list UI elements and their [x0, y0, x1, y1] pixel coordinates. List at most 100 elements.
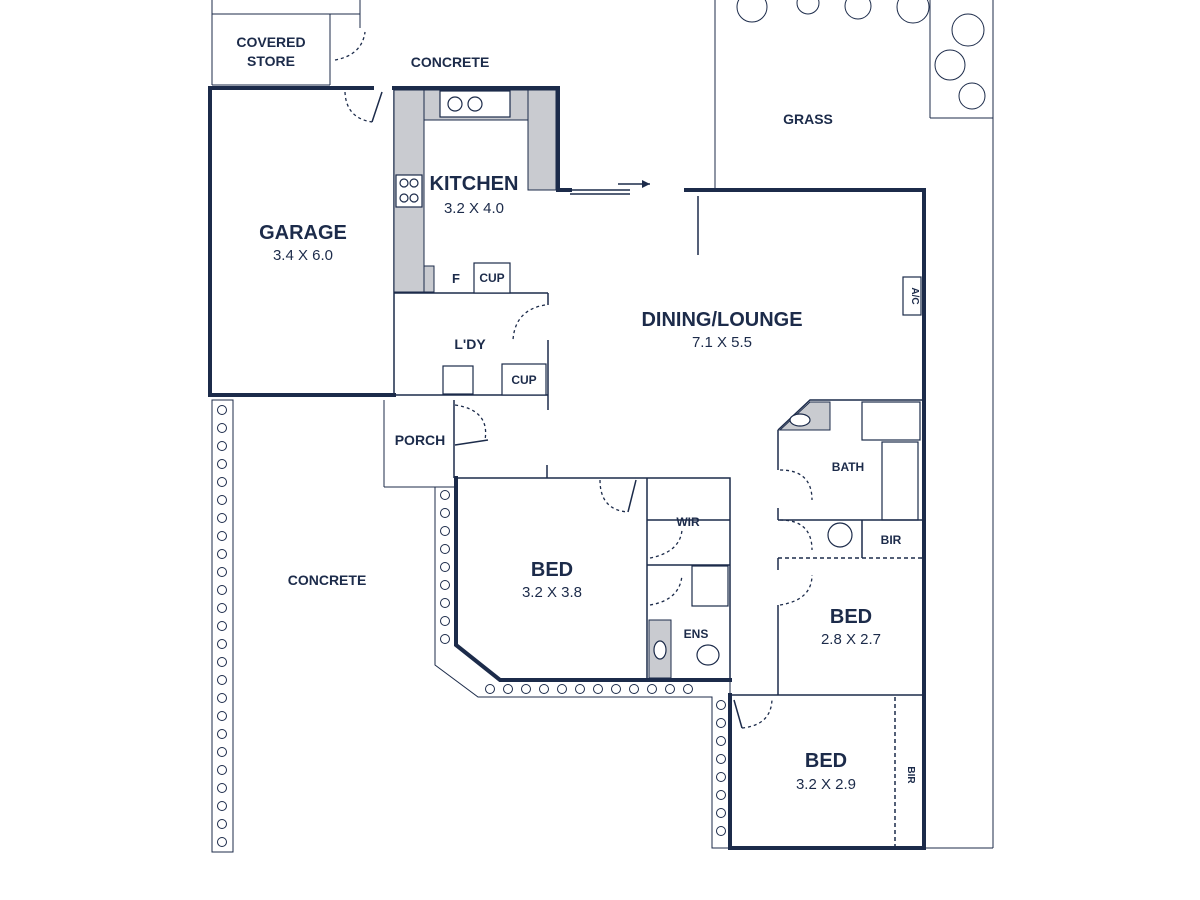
hedge-flower-icon: [665, 684, 675, 694]
kitchen-walls: [392, 86, 572, 294]
hedge-flower-icon: [217, 603, 227, 613]
shower-icon: [861, 401, 921, 441]
ac-label: A/C: [909, 287, 920, 304]
shower-icon: [691, 565, 729, 607]
bed1-walls: [454, 465, 732, 682]
hedge-flower-icon: [716, 772, 726, 782]
concrete-side-label: CONCRETE: [288, 572, 367, 588]
sliding-door: [570, 180, 650, 195]
hedge-flower-icon: [217, 801, 227, 811]
hedge-flower-icon: [217, 729, 227, 739]
bed1-dims: 3.2 X 3.8: [522, 584, 582, 601]
tree-icon: [796, 0, 820, 15]
kitchen-title: KITCHEN: [430, 173, 519, 195]
bath-label: BATH: [832, 460, 864, 474]
laundry-label: L'DY: [454, 336, 486, 352]
tree-icon: [934, 49, 966, 81]
hedge-flower-icon: [217, 405, 227, 415]
hedge-flower-icon: [217, 711, 227, 721]
wir-label: WIR: [676, 515, 700, 529]
hedge-flower-icon: [440, 580, 450, 590]
entry-door: [454, 404, 487, 441]
bed2-robe-label: BIR: [881, 533, 902, 547]
hedge-flower-icon: [647, 684, 657, 694]
hedge-flower-icon: [217, 513, 227, 523]
hedge-flower-icon: [503, 684, 513, 694]
hedge-flower-icon: [217, 639, 227, 649]
hedge-flower-icon: [440, 508, 450, 518]
covered-store-label-2: STORE: [247, 53, 295, 69]
covered-store-door: [334, 31, 366, 61]
hedge-flower-icon: [485, 684, 495, 694]
hedge-flower-icon: [217, 495, 227, 505]
dining-title: DINING/LOUNGE: [641, 309, 802, 331]
laundry-walls: [394, 293, 549, 410]
grass-label: GRASS: [783, 111, 833, 127]
hedge-flower-icon: [217, 531, 227, 541]
concrete-top-label: CONCRETE: [411, 54, 490, 70]
bed3-walls: [728, 693, 926, 850]
hedge-flower-icon: [521, 684, 531, 694]
hedge-flower-icon: [217, 657, 227, 667]
hedge-flower-icon: [575, 684, 585, 694]
hedge-flower-icon: [217, 783, 227, 793]
hedge-flower-icon: [217, 819, 227, 829]
bathtub-icon: [881, 441, 919, 521]
hedge-flower-icon: [217, 747, 227, 757]
dining-walls: [684, 188, 926, 401]
arrow-right-icon: [642, 180, 650, 188]
site-boundaries: [211, 0, 994, 849]
hedge-flower-icon: [557, 684, 567, 694]
hedge-flower-icon: [629, 684, 639, 694]
hedge-flower-icon: [716, 808, 726, 818]
cooktop-icon: [395, 174, 423, 208]
hedge-flower-icon: [217, 567, 227, 577]
hedge-flower-icon: [683, 684, 693, 694]
hedge-flower-icon: [217, 621, 227, 631]
covered-store-label: COVERED: [236, 34, 305, 50]
bed2-dims: 2.8 X 2.7: [821, 631, 881, 648]
hedge-flower-icon: [440, 634, 450, 644]
hedge-flower-icon: [217, 423, 227, 433]
bed2-title: BED: [830, 606, 872, 628]
garage-title: GARAGE: [259, 222, 347, 244]
hedge-flower-icon: [217, 675, 227, 685]
ac-unit: [902, 276, 922, 316]
hedge-flower-icon: [440, 562, 450, 572]
bed3-robe-label: BIR: [905, 766, 916, 784]
hedge-flower-icon: [217, 549, 227, 559]
tree-icon: [736, 0, 768, 23]
hedge-flower-icon: [440, 544, 450, 554]
tree-icon: [951, 13, 985, 47]
toilet-icon: [827, 522, 853, 548]
hedge-flower-icon: [217, 477, 227, 487]
garden-bed-front: [434, 486, 731, 849]
hedge-flower-icon: [716, 736, 726, 746]
hedge-flower-icon: [217, 585, 227, 595]
fridge-label: F: [452, 271, 460, 286]
garden-bed-left: [211, 399, 234, 853]
tree-icon: [958, 82, 986, 110]
hedge-flower-icon: [217, 765, 227, 775]
laundry-cupboard-label: CUP: [511, 373, 536, 387]
porch-label: PORCH: [395, 432, 446, 448]
bed3-dims: 3.2 X 2.9: [796, 776, 856, 793]
trees: [736, 0, 986, 110]
hedge-flower-icon: [217, 459, 227, 469]
garage-dims: 3.4 X 6.0: [273, 247, 333, 264]
bed1-title: BED: [531, 559, 573, 581]
bath-walls: [777, 397, 926, 697]
hedge-flower-icon: [217, 693, 227, 703]
garage-side-door: [344, 91, 373, 123]
dining-dims: 7.1 X 5.5: [692, 334, 752, 351]
hedge-flower-icon: [716, 718, 726, 728]
hedge-flower-icon: [716, 754, 726, 764]
hedge-flower-icon: [539, 684, 549, 694]
kitchen-dims: 3.2 X 4.0: [444, 200, 504, 217]
hedge-flower-icon: [440, 526, 450, 536]
hedge-flower-icon: [716, 826, 726, 836]
ensuite-label: ENS: [684, 627, 709, 641]
hedge-flower-icon: [440, 598, 450, 608]
hedge-flower-icon: [440, 490, 450, 500]
